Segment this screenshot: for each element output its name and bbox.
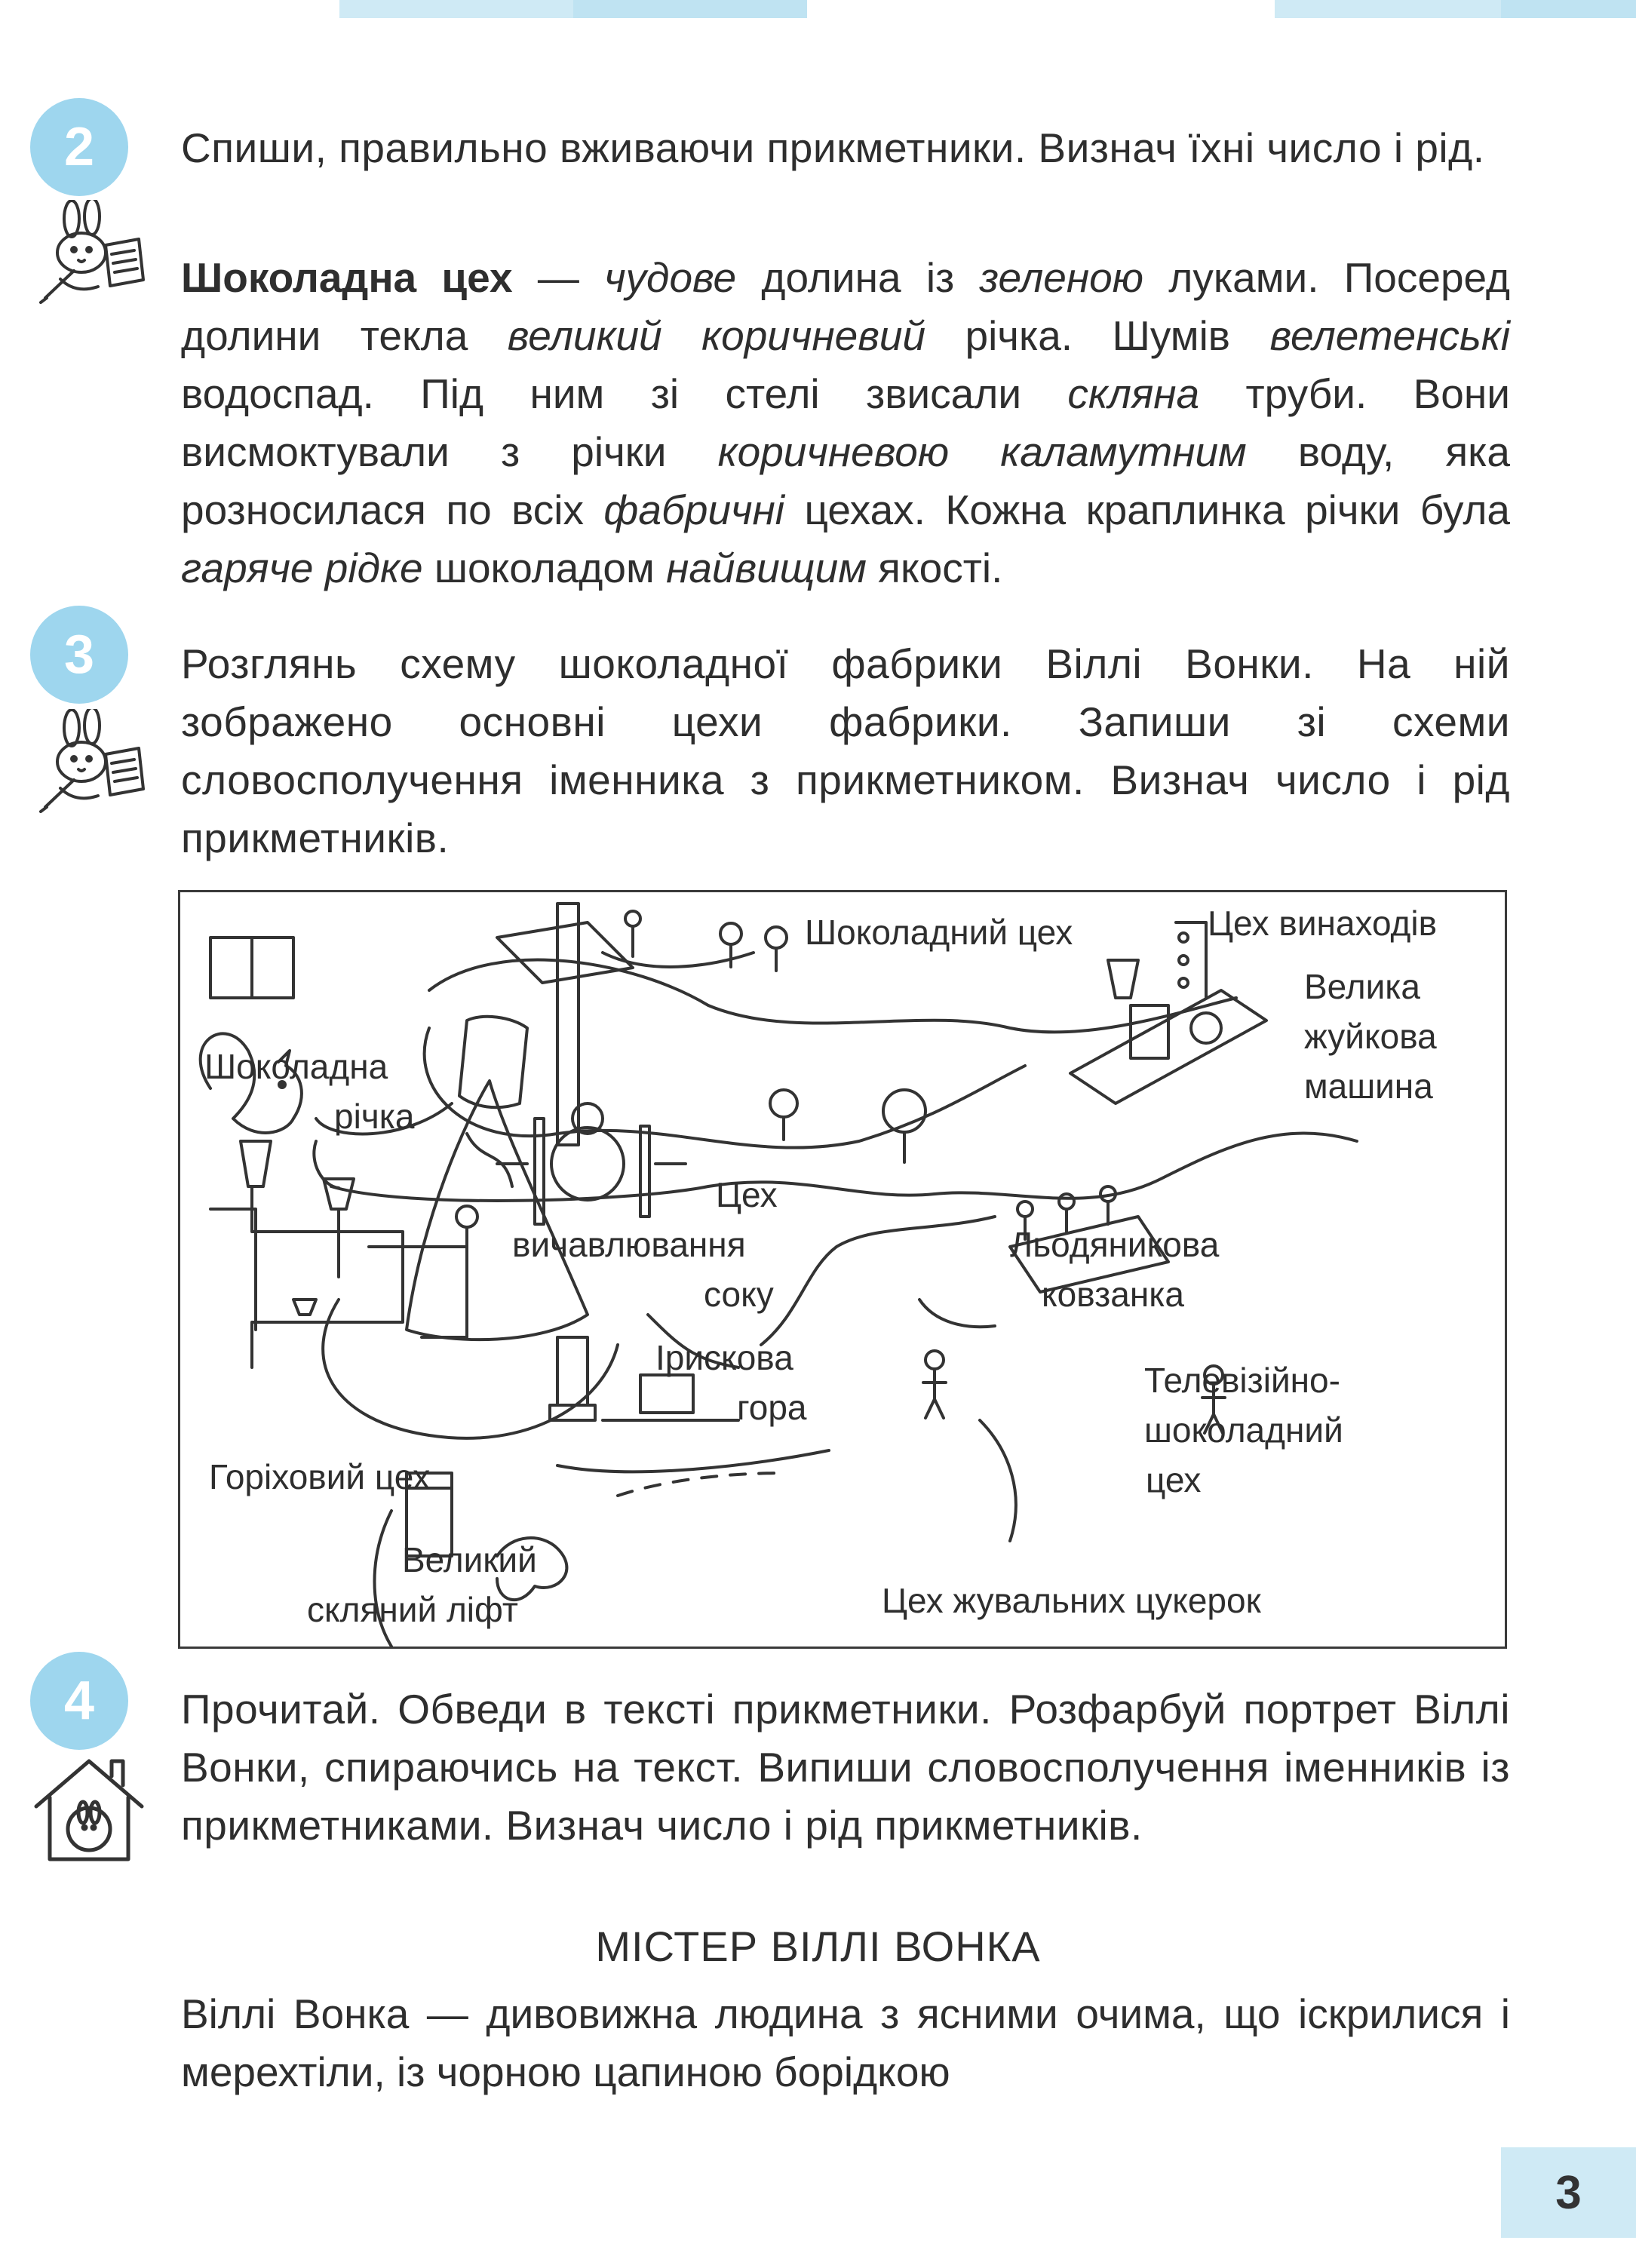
map-label-nut-shop: Горіховий цех [209,1457,431,1496]
map-label-juice-2: вичавлювання [512,1225,746,1264]
map-label-lift-2: скляний ліфт [307,1590,518,1629]
italic-adjective: коричневою каламутним [717,428,1247,475]
map-label-rink-1: Льодяникова [1010,1225,1220,1264]
italic-adjective: найвищим [666,545,867,591]
text-run: річка. Шумів [925,312,1270,359]
italic-adjective: гаряче рідке [181,545,423,591]
italic-adjective: зеленою [979,254,1144,301]
map-label-river-2: річка [334,1097,415,1136]
italic-adjective: чудове [604,254,737,301]
text-run: — [512,254,605,301]
italic-adjective: великий коричневий [507,312,926,359]
text-run: шоколадом [422,545,667,591]
bunny-writing-icon [39,200,145,304]
top-band-mid [573,0,807,18]
page-number: 3 [1501,2147,1636,2238]
text-run: цехах. Кожна краплинка річки була [784,486,1511,533]
map-label-chocolate-shop: Шоколадний цех [805,913,1073,952]
map-label-toffee-2: гора [737,1388,807,1427]
exercise-2-text: Шоколадна цех — чудове долина із зеленою… [181,249,1510,597]
italic-adjective: фабричні [603,486,785,533]
story-title: МІСТЕР ВІЛЛІ ВОНКА [595,1923,1041,1970]
map-label-tv-3: цех [1146,1460,1202,1499]
exercise-3-instruction: Розглянь схему шоколадної фабрики Віллі … [181,640,1510,861]
map-label-river-1: Шоколадна [204,1047,388,1086]
map-label-lift-1: Великий [402,1540,537,1579]
text-run: водоспад. Під ним зі стелі звисали [181,370,1068,417]
bold-phrase: Шоколадна цех [181,254,513,301]
map-label-rink-2: ковзанка [1042,1275,1184,1314]
italic-adjective: скляна [1067,370,1200,417]
factory-map: Шоколадний цех Цех винаходів Велика жуйк… [178,890,1507,1649]
bunny-writing-icon [39,709,145,813]
map-label-toffee-1: Ірискова [655,1338,793,1377]
top-band-right-dark [1501,0,1636,18]
map-label-inventions-shop: Цех винаходів [1208,904,1438,943]
map-label-gum-machine-1: Велика [1304,967,1420,1006]
text-run: луками. Посеред долини текла [181,254,1511,359]
map-label-juice-1: Цех [716,1175,778,1214]
map-label-gum-machine-3: машина [1304,1066,1433,1106]
exercise-4-badge: 4 [30,1652,128,1750]
exercise-2-badge: 2 [30,98,128,196]
text-run: труби. Вони висмоктували з річки [181,370,1510,475]
factory-map-drawing [198,902,1358,1647]
exercise-3-badge: 3 [30,606,128,704]
exercise-2-instruction: Спиши, правильно вживаючи прикметники. В… [181,124,1485,171]
text-run: долина із [736,254,980,301]
map-label-tv-1: Телевізійно- [1144,1361,1340,1400]
text-run: воду, яка розносилася по всіх [181,428,1510,533]
bunny-house-icon [34,1759,144,1861]
map-label-chewy-shop: Цех жувальних цукерок [882,1581,1261,1620]
exercise-4-instruction: Прочитай. Обведи в тексті прикметники. Р… [181,1686,1510,1849]
story-text: Віллі Вонка — дивовижна людина з ясними … [181,1990,1510,2095]
map-label-juice-3: соку [704,1275,774,1314]
text-run: якості. [866,545,1003,591]
map-label-gum-machine-2: жуйкова [1304,1017,1437,1056]
map-label-tv-2: шоколадний [1144,1410,1343,1450]
italic-adjective: велетенські [1269,312,1510,359]
